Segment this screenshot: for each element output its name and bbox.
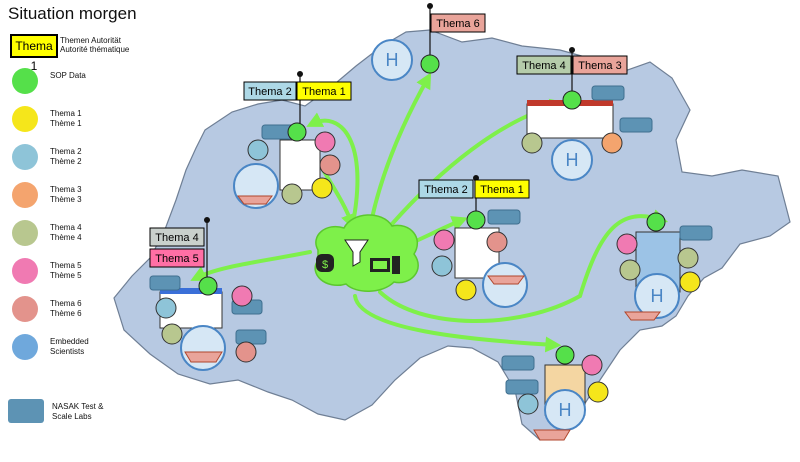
svg-text:Thema 4: Thema 4 — [155, 232, 198, 244]
thema1-icon — [12, 106, 38, 132]
thema3-icon — [12, 182, 38, 208]
legend-item-line: Scientists — [50, 347, 85, 356]
svg-text:Thema 2: Thema 2 — [424, 184, 467, 196]
legend-item-line: Thème 3 — [50, 195, 82, 204]
legend-tag-desc-de: Themen Autorität — [60, 36, 121, 45]
site-south: H — [501, 345, 609, 441]
svg-text:Thema 2: Thema 2 — [248, 86, 291, 98]
embedded-scientist-icon — [551, 139, 593, 181]
embedded-scientists-icon — [12, 334, 38, 360]
sop-data-hub: $ — [314, 214, 419, 292]
legend-nasak-line-2: Scale Labs — [52, 412, 92, 421]
arrow-to-east-site — [378, 209, 669, 323]
site-north-top: H — [371, 3, 440, 81]
svg-text:H: H — [651, 286, 664, 306]
page-title: Situation morgen — [8, 4, 137, 23]
nasak-lab-icon — [8, 399, 44, 423]
svg-text:H: H — [386, 50, 399, 70]
embedded-scientist-icon — [482, 262, 528, 308]
legend-item-line: Thème 1 — [50, 119, 82, 128]
legend-tag-desc-fr: Autorité thématique — [60, 45, 130, 54]
tag-pair-northeast: Thema 4 Thema 3 — [516, 55, 628, 75]
thema5-icon — [12, 258, 38, 284]
arrow-to-thema2-1-north-site — [306, 112, 360, 230]
legend-item-label: SOP Data — [50, 71, 86, 81]
tag-thema6-north: Thema 6 — [430, 13, 486, 33]
sop-data-icon — [12, 68, 38, 94]
legend-item-line: Thema 5 — [50, 261, 82, 270]
legend-item-line: Thème 2 — [50, 157, 82, 166]
legend-item-line: Thema 4 — [50, 223, 82, 232]
arrow-to-thema6-site — [370, 72, 432, 220]
svg-text:H: H — [559, 400, 572, 420]
legend-item-line: Thema 1 — [50, 109, 82, 118]
legend-item-line: Thème 5 — [50, 271, 82, 280]
arrow-to-south-site — [353, 294, 562, 353]
money-bag-icon — [316, 254, 334, 272]
legend-item-line: Thème 6 — [50, 309, 82, 318]
legend-item-line: SOP Data — [50, 71, 86, 80]
site-east: H — [616, 212, 713, 321]
svg-text:Thema 6: Thema 6 — [436, 18, 479, 30]
legend-item-line: Thema 6 — [50, 299, 82, 308]
svg-text:$: $ — [322, 259, 328, 271]
site-north-east: H — [521, 47, 653, 181]
tag-pair-central: Thema 2 Thema 1 — [418, 179, 530, 199]
legend-item-line: Thema 2 — [50, 147, 82, 156]
site-north-west — [233, 71, 341, 209]
legend-item-sop-data: SOP Data — [8, 68, 138, 100]
tag-pair-northwest: Thema 2 Thema 1 — [243, 81, 352, 101]
embedded-scientist-icon — [180, 325, 226, 371]
thema4-icon — [12, 220, 38, 246]
svg-text:Thema 4: Thema 4 — [522, 60, 565, 72]
legend-nasak-label: NASAK Test & Scale Labs — [52, 402, 122, 422]
svg-text:Thema 1: Thema 1 — [302, 86, 345, 98]
funnel-icon — [344, 239, 369, 267]
arrow-to-thema4-5-site — [190, 250, 312, 281]
legend-nasak: NASAK Test & Scale Labs — [8, 399, 148, 427]
legend-tag-sample: Thema 1 — [10, 34, 58, 73]
thema2-icon — [12, 144, 38, 170]
embedded-scientist-icon — [634, 273, 680, 319]
legend-item-line: Embedded — [50, 337, 89, 346]
site-central — [431, 175, 528, 308]
legend-item-line: Thème 4 — [50, 233, 82, 242]
svg-text:Thema 3: Thema 3 — [578, 60, 621, 72]
legend-item-line: Thema 3 — [50, 185, 82, 194]
thema6-icon — [12, 296, 38, 322]
legend-tag-description: Themen Autorität Autorité thématique — [60, 36, 129, 54]
svg-text:H: H — [566, 150, 579, 170]
svg-text:Thema 1: Thema 1 — [480, 184, 523, 196]
tag-stack-west: Thema 4 Thema 5 — [149, 227, 205, 268]
embedded-scientist-icon — [371, 39, 413, 81]
svg-text:Thema 5: Thema 5 — [155, 253, 198, 265]
site-west — [149, 217, 267, 371]
legend-nasak-line-1: NASAK Test & — [52, 402, 104, 411]
